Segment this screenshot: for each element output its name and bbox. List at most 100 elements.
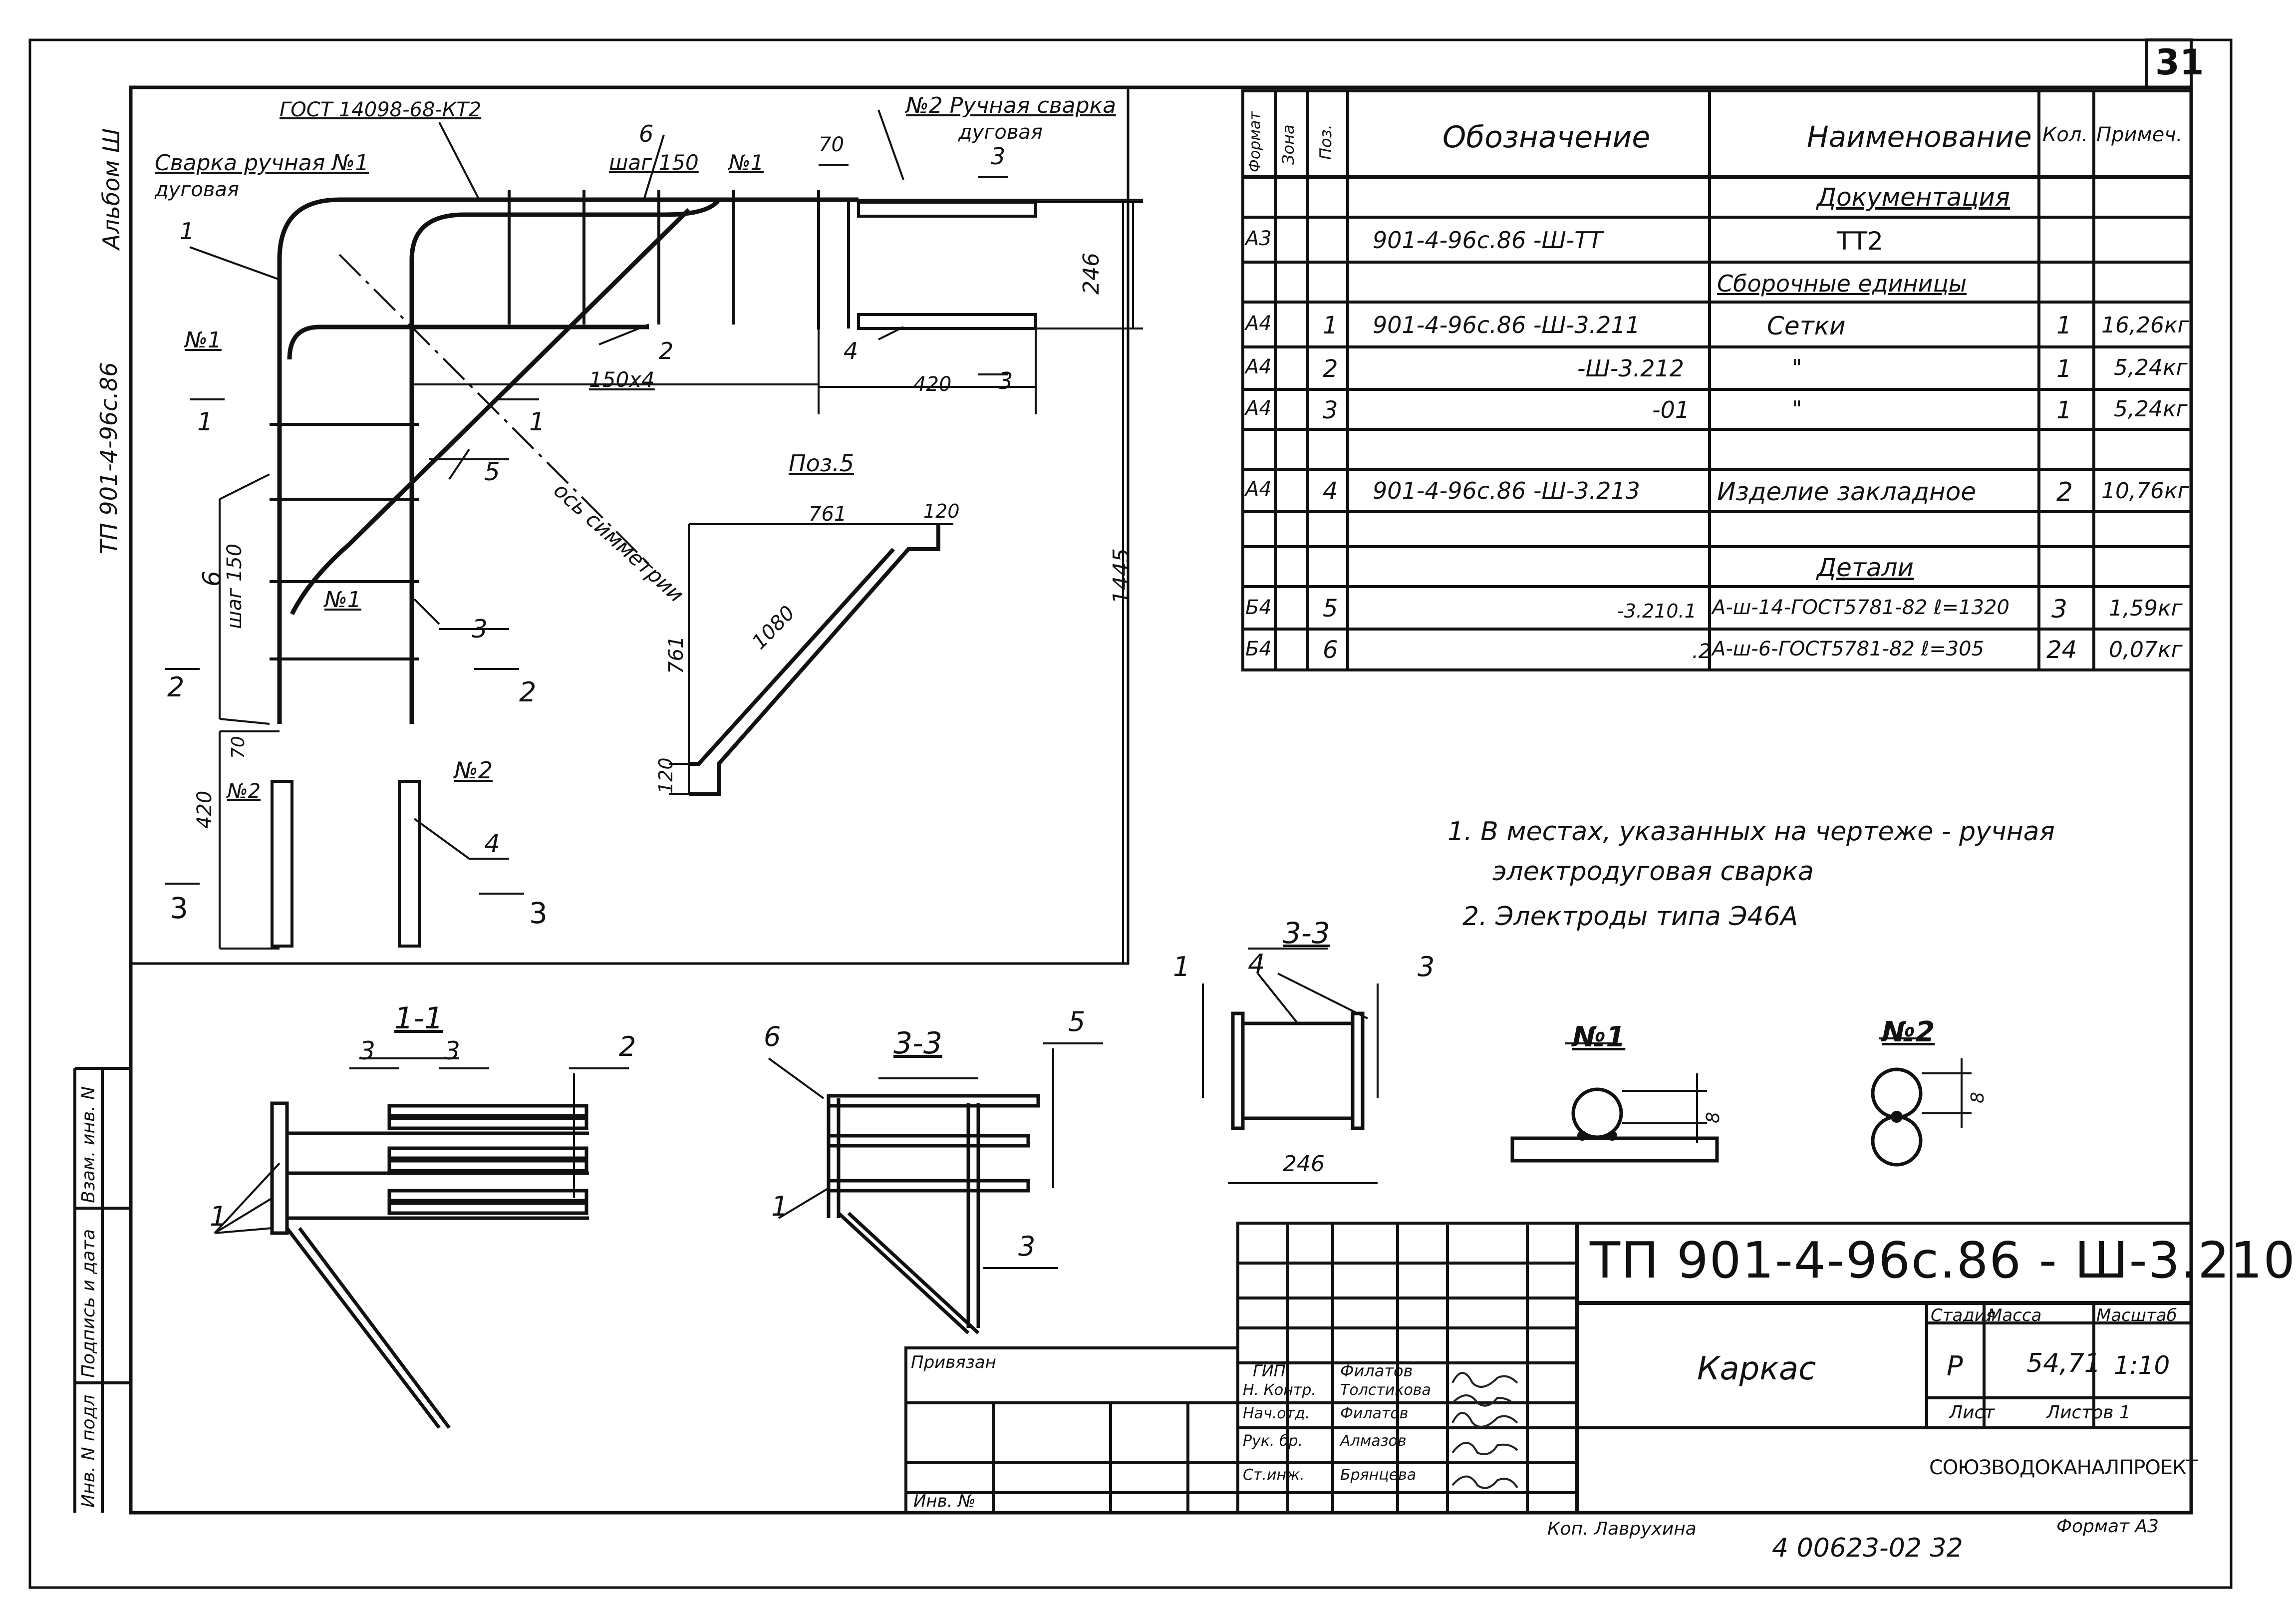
strip-sign: Подпись и дата <box>78 1229 99 1378</box>
staff-name-3: Алмазов <box>1340 1432 1407 1450</box>
n1-left: №1 <box>185 327 222 353</box>
s33-pos6: 6 <box>764 1021 781 1052</box>
row6-note: 5,24кг <box>2114 396 2188 422</box>
footer-archive: 4 00623-02 32 <box>1772 1533 1963 1563</box>
dim150x4: 150х4 <box>589 367 655 392</box>
pos1-main: 1 <box>180 218 195 245</box>
th-designation: Обозначение <box>1442 120 1651 155</box>
pos6-left: 6 <box>198 571 227 587</box>
row4-format: А4 <box>1245 312 1272 335</box>
staff-role-0: ГИП <box>1253 1361 1286 1380</box>
tied-label: Привязан <box>911 1352 996 1372</box>
dim761-side: 761 <box>665 636 688 674</box>
step150-top: шаг 150 <box>609 150 699 175</box>
n1-mid: №1 <box>324 587 361 613</box>
pos3-main: 3 <box>472 615 488 644</box>
strip-repl: Взам. инв. N <box>78 1086 99 1203</box>
staff-name-4: Брянцева <box>1340 1466 1417 1484</box>
drawing-linework <box>28 38 2233 1589</box>
row6-designation: -01 <box>1652 396 1690 423</box>
row4-designation: 901-4-96с.86 -Ш-3.211 <box>1373 312 1640 338</box>
row-section-assemblies: Сборочные единицы <box>1717 270 1967 297</box>
strip-inv: Инв. N подл <box>78 1394 99 1508</box>
cut1-left: 1 <box>197 407 213 436</box>
staff-role-1: Н. Контр. <box>1243 1381 1316 1399</box>
sheet-label: Лист <box>1949 1402 1995 1423</box>
weld2-title: №2 <box>1882 1016 1935 1048</box>
staff-name-0: Филатов <box>1340 1361 1413 1380</box>
staff-role-2: Нач.отд. <box>1243 1405 1310 1422</box>
row10-note: 0,07кг <box>2109 637 2183 662</box>
s33b-pos1: 1 <box>1173 951 1190 982</box>
row9-note: 1,59кг <box>2109 596 2183 621</box>
weld2-dim8: 8 <box>1968 1092 1988 1103</box>
scale-value: 1:10 <box>2114 1351 2170 1380</box>
spec-table-grid <box>1241 89 2193 671</box>
pos4-main: 4 <box>484 829 500 858</box>
row7-pos: 4 <box>1323 477 1338 505</box>
th-format: Формат <box>1246 111 1264 172</box>
section-3-3-right <box>1202 948 1379 1184</box>
dim420-left: 420 <box>193 790 216 829</box>
row-section-docs: Документация <box>1817 183 2010 212</box>
weld2-sub: дуговая <box>958 121 1043 144</box>
title-code: ТП 901-4-96с.86 - Ш-3.210 <box>1590 1231 2296 1290</box>
dim70-left: 70 <box>228 736 249 759</box>
step150-left: шаг 150 <box>223 543 246 629</box>
th-zone: Зона <box>1279 124 1298 165</box>
row5-name: " <box>1792 355 1802 380</box>
project-side-label: ТП 901-4-96с.86 <box>95 362 122 554</box>
inv-label: Инв. № <box>913 1491 976 1511</box>
s11-pos3b: 3 <box>444 1036 460 1065</box>
section-3-3b-title: 3-3 <box>1283 916 1330 950</box>
dim761-top: 761 <box>809 503 847 526</box>
footer-copied: Коп. Лаврухина <box>1547 1519 1697 1539</box>
s33b-pos4: 4 <box>1248 949 1265 980</box>
n2-right: №2 <box>454 757 493 784</box>
weld1-sub: дуговая <box>155 178 239 201</box>
row7-name: Изделие закладное <box>1717 477 1977 506</box>
row9-pos: 5 <box>1323 595 1338 623</box>
n1-top: №1 <box>729 150 764 175</box>
row5-note: 5,24кг <box>2114 355 2188 380</box>
s11-pos1: 1 <box>210 1201 227 1232</box>
outer-frame <box>28 38 2233 1589</box>
cut1-right: 1 <box>529 407 545 436</box>
dim420-top: 420 <box>913 373 952 396</box>
row7-qty: 2 <box>2056 477 2073 507</box>
dim1445: 1445 <box>1109 548 1134 604</box>
row2-designation: 901-4-96с.86 -Ш-ТТ <box>1373 227 1603 254</box>
weld1-title: №1 <box>1572 1021 1626 1053</box>
row7-designation: 901-4-96с.86 -Ш-3.213 <box>1373 477 1640 504</box>
staff-name-1: Толстикова <box>1340 1381 1431 1399</box>
section-1-1-title: 1-1 <box>394 1001 443 1036</box>
row10-pos: 6 <box>1323 636 1338 664</box>
row-section-details: Детали <box>1817 553 1914 582</box>
stage-label: Стадия <box>1931 1305 1996 1325</box>
sheets-label: Листов 1 <box>2046 1402 2131 1423</box>
weld1-label: Сварка ручная №1 <box>155 150 369 176</box>
note-1b: электродуговая сварка <box>1492 857 1814 887</box>
weld-2-detail <box>1871 1037 1972 1167</box>
title-block-grid <box>904 1222 2193 1514</box>
page-number-box <box>2145 38 2193 89</box>
row5-pos: 2 <box>1323 355 1338 383</box>
footer-format: Формат А3 <box>2056 1516 2159 1537</box>
org-name: СОЮЗВОДОКАНАЛПРОЕКТ <box>1929 1456 2198 1479</box>
weld-1-detail <box>1510 1042 1719 1163</box>
row9-qty: 3 <box>2051 595 2067 624</box>
pos5-title: Поз.5 <box>789 450 855 477</box>
dim246-main: 246 <box>1079 253 1104 295</box>
row5-qty: 1 <box>2056 355 2072 383</box>
row6-qty: 1 <box>2056 396 2072 424</box>
cut2-left: 2 <box>167 671 185 703</box>
row6-name: " <box>1792 396 1802 422</box>
row6-pos: 3 <box>1323 396 1338 424</box>
title-name: Каркас <box>1697 1350 1816 1387</box>
row5-designation: -Ш-3.212 <box>1577 355 1685 382</box>
note-2: 2. Электроды типа Э46А <box>1462 902 1798 932</box>
cut3-right: 3 <box>529 896 548 930</box>
pos2-main: 2 <box>659 337 674 364</box>
note-1: 1. В местах, указанных на чертеже - ручн… <box>1447 817 2055 847</box>
s33-pos5: 5 <box>1068 1006 1086 1037</box>
